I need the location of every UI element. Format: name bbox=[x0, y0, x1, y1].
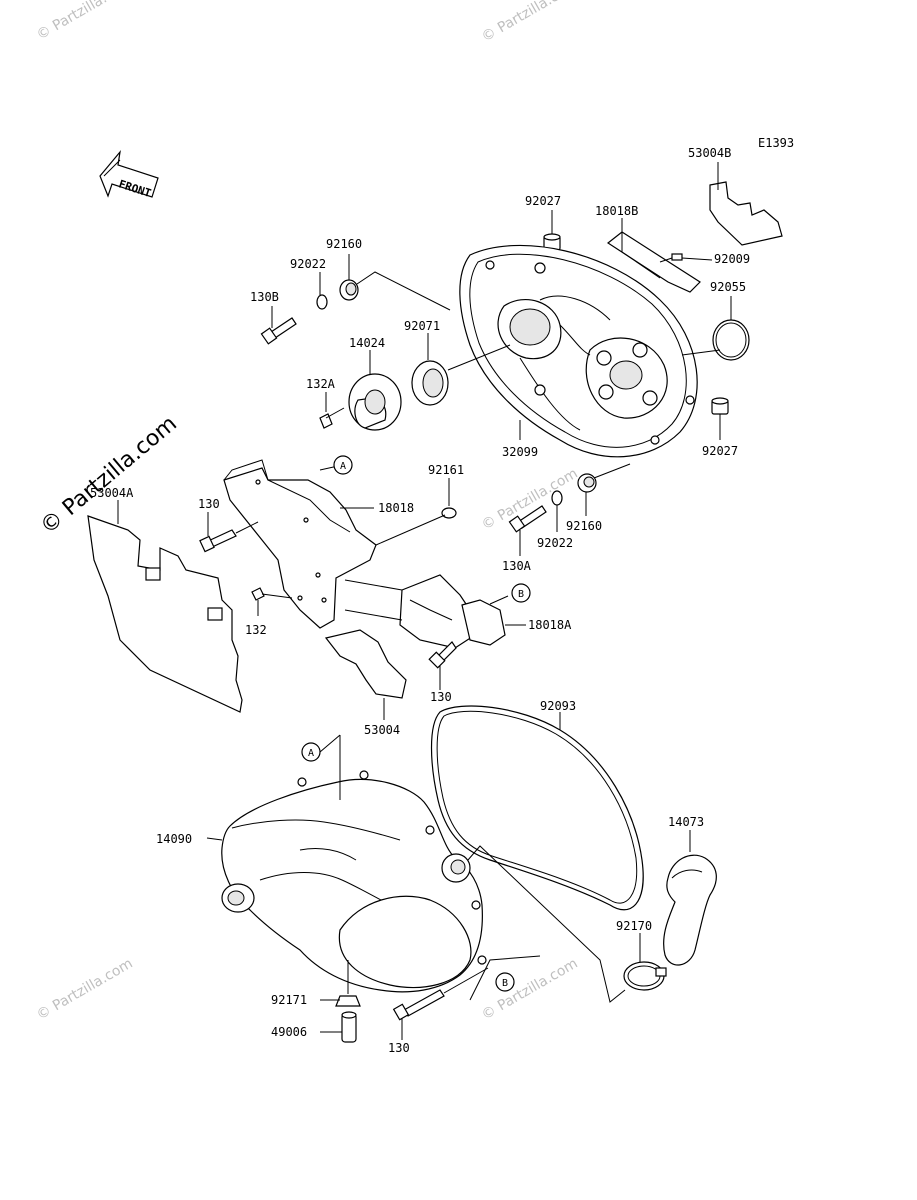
label-92022-mid: 92022 bbox=[537, 536, 573, 550]
part-130A-bolt bbox=[508, 505, 547, 533]
label-18018: 18018 bbox=[378, 501, 414, 515]
watermark-text: © Partzilla.com bbox=[34, 956, 136, 1024]
part-130B-bolt bbox=[260, 317, 297, 345]
label-14073: 14073 bbox=[668, 815, 704, 829]
label-92022-top: 92022 bbox=[290, 257, 326, 271]
callout-B-top: B bbox=[511, 583, 531, 603]
label-130B: 130B bbox=[250, 290, 279, 304]
part-92027-collar-right bbox=[711, 397, 729, 415]
label-92027-right: 92027 bbox=[702, 444, 738, 458]
label-92093: 92093 bbox=[540, 699, 576, 713]
part-labels: 53004B 92027 18018B 92009 92160 92022 13… bbox=[90, 146, 750, 1055]
label-53004B: 53004B bbox=[688, 146, 731, 160]
part-18018A-bracket bbox=[399, 574, 506, 649]
callout-A-top: A bbox=[333, 455, 353, 475]
part-14024-duct bbox=[348, 373, 402, 431]
part-53004A-plate bbox=[87, 515, 243, 713]
label-49006: 49006 bbox=[271, 1025, 307, 1039]
part-14090-main-cover bbox=[221, 770, 487, 993]
label-92160-mid: 92160 bbox=[566, 519, 602, 533]
part-92171-clip bbox=[335, 995, 361, 1007]
part-14073-hose bbox=[663, 854, 717, 966]
callout-B-bottom-label: B bbox=[502, 978, 508, 989]
label-92071: 92071 bbox=[404, 319, 440, 333]
label-132: 132 bbox=[245, 623, 267, 637]
label-53004: 53004 bbox=[364, 723, 400, 737]
part-132A-screw bbox=[319, 407, 345, 429]
callout-A-bottom: A bbox=[301, 742, 321, 762]
front-arrow-icon: FRONT bbox=[99, 149, 159, 200]
label-32099: 32099 bbox=[502, 445, 538, 459]
part-92160-grommet-top bbox=[339, 279, 359, 301]
label-130-left: 130 bbox=[198, 497, 220, 511]
label-92027-top: 92027 bbox=[525, 194, 561, 208]
label-92160-top: 92160 bbox=[326, 237, 362, 251]
watermark-text: © Partzilla.com bbox=[479, 0, 581, 45]
label-92171: 92171 bbox=[271, 993, 307, 1007]
label-14090: 14090 bbox=[156, 832, 192, 846]
part-92055-o-ring bbox=[712, 319, 750, 361]
part-130-bolt-bottom bbox=[392, 989, 445, 1021]
label-18018B: 18018B bbox=[595, 204, 638, 218]
part-18018B-bracket bbox=[606, 231, 701, 293]
part-53004-plate bbox=[324, 629, 407, 699]
watermark-large: © Partzilla.com bbox=[36, 411, 182, 539]
part-18018-bracket bbox=[223, 459, 377, 629]
label-92170: 92170 bbox=[616, 919, 652, 933]
part-92071-seal bbox=[411, 360, 449, 406]
figure-code: E1393 bbox=[758, 136, 794, 150]
label-14024: 14024 bbox=[349, 336, 385, 350]
label-130-bottom: 130 bbox=[388, 1041, 410, 1055]
part-92161-cap bbox=[441, 507, 457, 519]
callout-A-bottom-label: A bbox=[308, 748, 314, 759]
label-18018A: 18018A bbox=[528, 618, 572, 632]
part-130-bolt-left bbox=[199, 529, 237, 553]
label-132A: 132A bbox=[306, 377, 336, 391]
part-53004B-plate bbox=[709, 181, 783, 246]
label-92009: 92009 bbox=[714, 252, 750, 266]
callout-B-bottom: B bbox=[495, 972, 515, 992]
callout-B-top-label: B bbox=[518, 589, 524, 600]
label-92055: 92055 bbox=[710, 280, 746, 294]
part-92160-grommet-mid bbox=[577, 473, 597, 493]
part-32099-clutch-cover bbox=[459, 244, 698, 458]
part-132-screw bbox=[251, 587, 293, 601]
watermark-text: © Partzilla.com bbox=[479, 956, 581, 1024]
label-53004A: 53004A bbox=[90, 486, 134, 500]
part-92022-washer-mid bbox=[551, 490, 563, 506]
part-92170-clamp bbox=[623, 961, 667, 991]
label-130A: 130A bbox=[502, 559, 532, 573]
part-92009-bolt bbox=[659, 253, 683, 263]
callout-A-top-label: A bbox=[340, 461, 346, 472]
part-49006-cap bbox=[341, 1011, 357, 1043]
watermark-text: © Partzilla.com bbox=[34, 0, 136, 43]
label-92161: 92161 bbox=[428, 463, 464, 477]
part-92022-washer-top bbox=[316, 294, 328, 310]
part-130-bolt-mid bbox=[428, 641, 457, 669]
label-130-mid: 130 bbox=[430, 690, 452, 704]
